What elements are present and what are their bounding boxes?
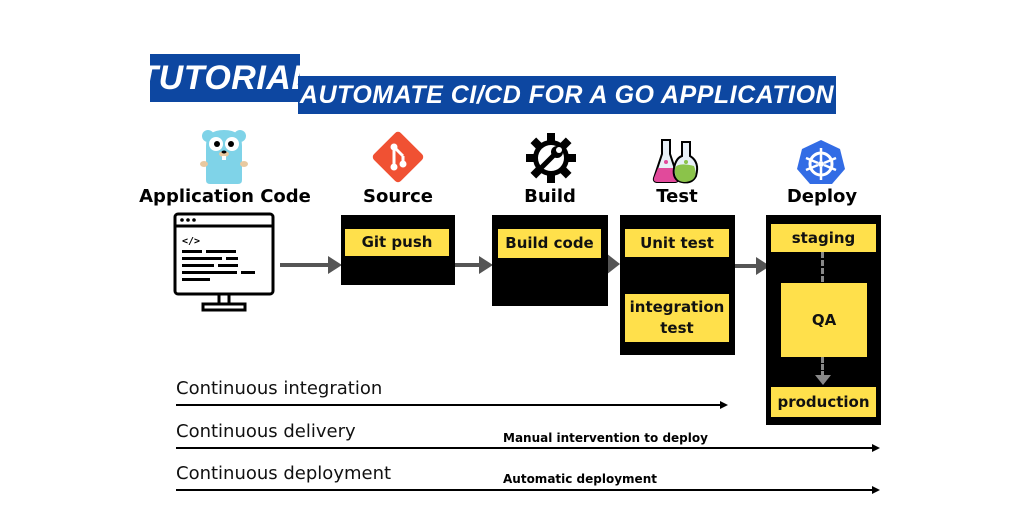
arrowhead-build-to-test <box>606 253 620 275</box>
stage-label-test: Test <box>656 186 698 207</box>
arrow-test-to-deploy <box>735 264 757 268</box>
tutorial-banner: TUTORIAL <box>137 54 312 102</box>
arrow-code-to-source <box>280 263 330 267</box>
code-monitor-icon: </> <box>173 212 275 312</box>
title-banner: AUTOMATE CI/CD FOR A GO APPLICATION <box>298 76 836 114</box>
lab-flasks-icon <box>652 139 699 184</box>
staging-box: staging <box>771 224 876 252</box>
build-code-box: Build code <box>498 229 601 258</box>
timeline-label-ci: Continuous integration <box>176 378 383 399</box>
gear-wrench-icon <box>526 133 576 183</box>
production-box: production <box>771 387 876 417</box>
staging-to-qa-connector <box>821 252 824 282</box>
arrowhead-code-to-source <box>328 256 342 274</box>
git-push-box: Git push <box>345 229 449 256</box>
timeline-line-delivery <box>176 447 873 449</box>
timeline-arrowhead-delivery <box>872 444 880 452</box>
timeline-line-ci <box>176 404 721 406</box>
qa-to-production-connector <box>821 357 824 377</box>
unit-test-box: Unit test <box>625 229 729 257</box>
arrowhead-source-to-build <box>479 256 493 274</box>
timeline-line-deployment <box>176 489 873 491</box>
timeline-note-delivery: Manual intervention to deploy <box>503 431 708 445</box>
stage-label-application-code: Application Code <box>139 186 311 207</box>
timeline-label-cd-delivery: Continuous delivery <box>176 421 356 442</box>
gopher-icon <box>200 130 248 184</box>
timeline-arrowhead-deployment <box>872 486 880 494</box>
kubernetes-icon <box>797 140 845 184</box>
timeline-arrowhead-ci <box>720 401 728 409</box>
svg-text:</>: </> <box>182 236 200 247</box>
stage-label-source: Source <box>363 186 433 207</box>
arrow-source-to-build <box>454 263 480 267</box>
timeline-label-cd-deployment: Continuous deployment <box>176 463 392 484</box>
qa-to-production-arrowhead <box>815 375 831 385</box>
qa-box: QA <box>781 283 867 357</box>
integration-test-box: integration test <box>625 294 729 342</box>
timeline-note-deployment: Automatic deployment <box>503 472 657 486</box>
stage-label-deploy: Deploy <box>786 186 858 207</box>
stage-label-build: Build <box>524 186 576 207</box>
git-icon <box>372 131 424 183</box>
